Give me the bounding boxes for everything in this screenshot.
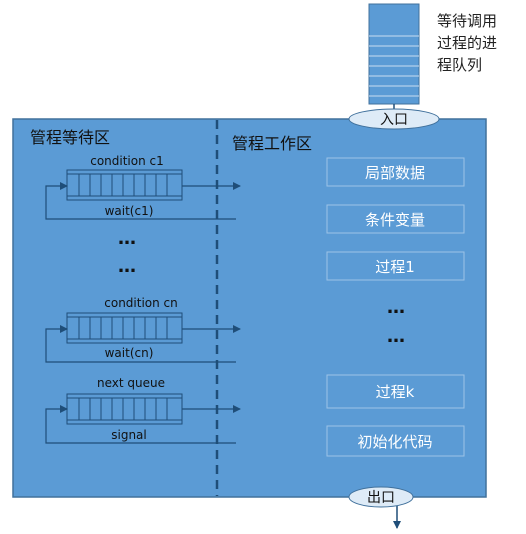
work-area-title: 管程工作区 bbox=[232, 134, 312, 153]
exit-label: 出口 bbox=[367, 490, 395, 506]
next-queue bbox=[66, 393, 183, 425]
condition-cn-queue bbox=[66, 312, 183, 344]
prock-label: 过程k bbox=[376, 383, 415, 401]
next-queue-label: next queue bbox=[97, 376, 165, 390]
condition-cn-loop-arrow bbox=[45, 325, 236, 363]
entry-oval bbox=[348, 108, 440, 130]
local-data-label: 局部数据 bbox=[365, 164, 425, 182]
wait-area-title: 管程等待区 bbox=[30, 128, 110, 147]
proc1-label: 过程1 bbox=[375, 258, 415, 276]
condition-c1-wait-label: wait(c1) bbox=[105, 204, 154, 218]
work-item-proc1: 过程1 bbox=[326, 251, 465, 281]
condition-vars-label: 条件变量 bbox=[365, 211, 425, 229]
condition-c1-queue bbox=[66, 169, 183, 201]
exit-oval bbox=[348, 486, 414, 508]
external-queue-label-line-3: 程队列 bbox=[437, 56, 482, 74]
external-queue-label-line-2: 过程的进 bbox=[437, 34, 497, 52]
next-queue-loop-arrow bbox=[45, 405, 236, 444]
condition-cn-label: condition cn bbox=[104, 296, 178, 310]
wait-ellipsis-2: … bbox=[118, 256, 136, 277]
next-queue-signal-label: signal bbox=[111, 428, 147, 442]
external-process-queue bbox=[368, 3, 420, 105]
wait-ellipsis-1: … bbox=[118, 228, 136, 249]
work-ellipsis-2: … bbox=[387, 326, 405, 347]
work-item-prock: 过程k bbox=[326, 374, 465, 409]
external-queue-label-line-1: 等待调用 bbox=[437, 12, 497, 30]
condition-c1-label: condition c1 bbox=[90, 154, 164, 168]
condition-cn-wait-label: wait(cn) bbox=[105, 346, 154, 360]
init-code-label: 初始化代码 bbox=[357, 433, 432, 451]
entry-label: 入口 bbox=[380, 112, 408, 128]
condition-c1-loop-arrow bbox=[45, 182, 236, 220]
work-ellipsis-1: … bbox=[387, 297, 405, 318]
work-item-local-data: 局部数据 bbox=[326, 157, 465, 187]
work-item-condition-vars: 条件变量 bbox=[326, 204, 465, 234]
work-item-init-code: 初始化代码 bbox=[326, 425, 465, 457]
